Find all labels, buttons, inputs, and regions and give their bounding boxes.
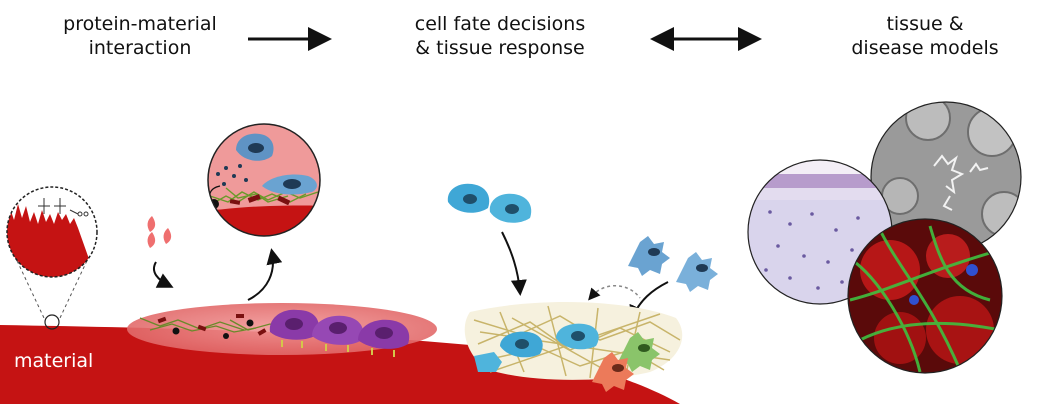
heading-tissue-disease-models: tissue & disease models: [851, 13, 999, 59]
protein-droplets: [147, 216, 172, 248]
heading-cell-fate-decisions: cell fate decisions & tissue response: [414, 13, 586, 59]
blue-cells: [447, 183, 532, 223]
purple-cells: [269, 309, 410, 357]
arrow-zoom-up: [247, 248, 283, 301]
adsorbed-particles: [172, 319, 254, 339]
fluorescence-image-circle: [847, 218, 1003, 374]
arrow-cell-seeding: [501, 231, 527, 296]
arrow-adsorption: [152, 261, 174, 288]
fiber-scaffold: [464, 285, 683, 392]
surface-zoom-circle: [6, 186, 98, 330]
cell-adhesion-circle: [207, 123, 321, 237]
material-label: material: [14, 350, 94, 372]
star-cells: [628, 236, 718, 292]
protein-molecules: [157, 314, 267, 336]
heading-protein-material-interaction: protein-material interaction: [63, 13, 217, 59]
